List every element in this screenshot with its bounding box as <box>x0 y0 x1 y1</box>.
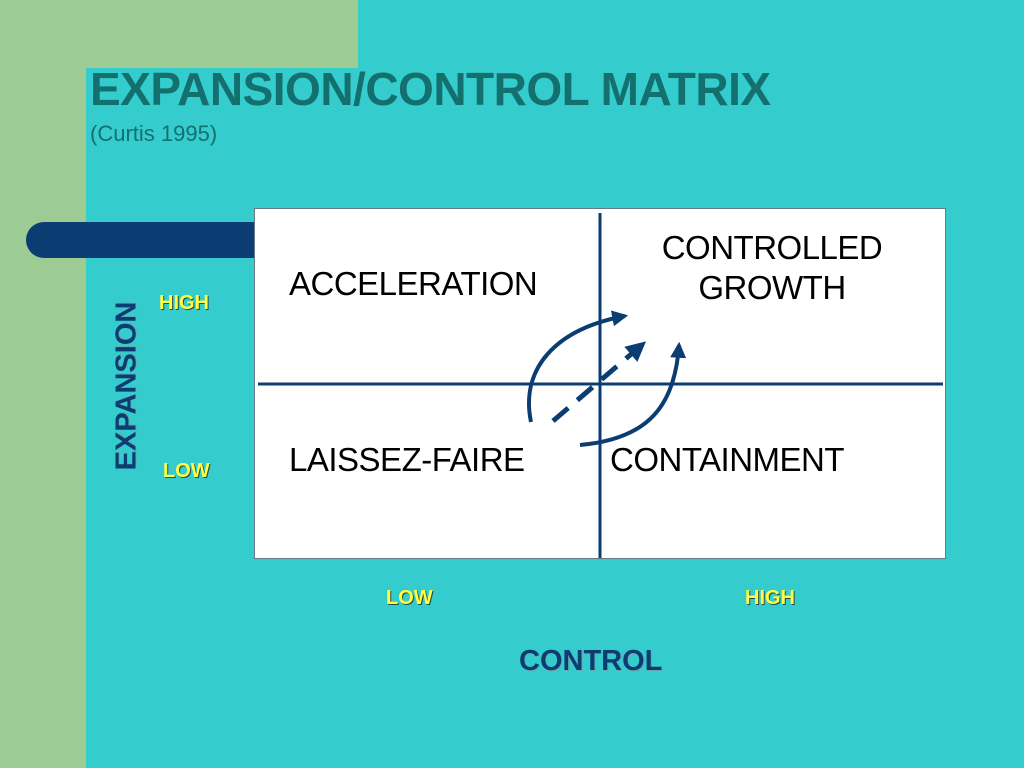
curved-arrow-left-icon <box>527 310 629 423</box>
dashed-arrow-icon <box>551 341 647 423</box>
green-top-block <box>86 0 358 68</box>
quadrant-controlled-growth: CONTROLLED GROWTH <box>607 228 937 307</box>
slide-subtitle: (Curtis 1995) <box>90 121 218 146</box>
navy-accent-bar <box>26 222 262 258</box>
quadrant-controlled-growth-line2: GROWTH <box>698 268 846 306</box>
quadrant-containment: CONTAINMENT <box>610 441 845 478</box>
quadrant-acceleration: ACCELERATION <box>289 265 538 302</box>
matrix-lines <box>258 213 943 558</box>
green-side-strip <box>0 0 86 768</box>
quadrant-laissez-faire: LAISSEZ-FAIRE <box>289 441 525 478</box>
matrix-grid: ACCELERATION CONTROLLED GROWTH LAISSEZ-F… <box>254 208 946 559</box>
x-axis-title: CONTROL <box>519 645 663 677</box>
x-axis-high-label: HIGH <box>745 587 795 609</box>
curved-arrow-right-icon <box>579 341 687 447</box>
y-axis-high-label: HIGH <box>159 292 209 314</box>
slide-title: EXPANSION/CONTROL MATRIX <box>90 63 771 115</box>
quadrant-controlled-growth-line1: CONTROLLED <box>661 229 883 266</box>
x-axis-low-label: LOW <box>386 587 433 609</box>
y-axis-title: EXPANSION <box>110 301 143 471</box>
y-axis-low-label: LOW <box>163 460 210 482</box>
